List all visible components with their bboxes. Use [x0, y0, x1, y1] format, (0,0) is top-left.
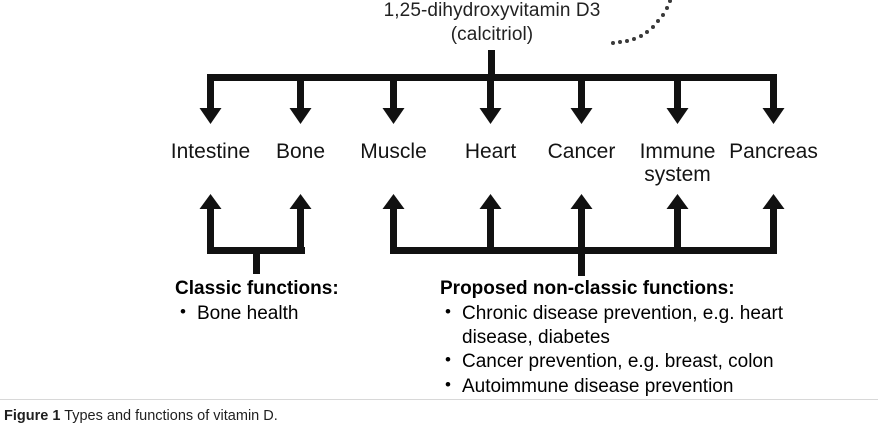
down-arrow-immune-system [666, 78, 689, 124]
root-stem [488, 50, 495, 80]
figure-caption-label: Figure 1 [4, 408, 61, 424]
organ-label-bone: Bone [275, 140, 326, 163]
list-item: Autoimmune disease prevention [443, 374, 823, 399]
organ-label-immune-system: Immune system [639, 140, 716, 187]
non-classic-group-connector [382, 194, 785, 276]
classic-group-connector [199, 194, 312, 274]
down-arrow-intestine [199, 78, 222, 124]
figure-caption-text: Types and functions of vitamin D. [64, 408, 278, 424]
dotted-arc-icon [611, 0, 672, 45]
classic-functions-heading: Classic functions: [175, 278, 339, 299]
root-node-line2: (calcitriol) [450, 24, 534, 45]
classic-functions-list: Bone health [178, 301, 408, 327]
list-item: Cancer prevention, e.g. breast, colon [443, 349, 823, 374]
figure-caption: Figure 1 Types and functions of vitamin … [4, 408, 278, 424]
organ-label-cancer: Cancer [547, 140, 616, 163]
distribution-bar-top [207, 74, 777, 81]
down-arrow-heart [479, 78, 502, 124]
organ-label-intestine: Intestine [170, 140, 251, 163]
list-item: Chronic disease prevention, e.g. heart d… [443, 301, 823, 349]
non-classic-functions-list: Chronic disease prevention, e.g. heart d… [443, 301, 823, 399]
down-arrow-cancer [570, 78, 593, 124]
list-item: Bone health [178, 301, 408, 326]
organ-label-heart: Heart [464, 140, 517, 163]
down-arrow-bone [289, 78, 312, 124]
root-node-line1: 1,25-dihydroxyvitamin D3 [383, 0, 601, 21]
organ-label-muscle: Muscle [360, 140, 427, 163]
caption-divider [0, 399, 878, 400]
non-classic-functions-heading: Proposed non-classic functions: [440, 278, 735, 299]
down-arrow-muscle [382, 78, 405, 124]
down-arrow-pancreas [762, 78, 785, 124]
organ-label-pancreas: Pancreas [729, 140, 818, 163]
